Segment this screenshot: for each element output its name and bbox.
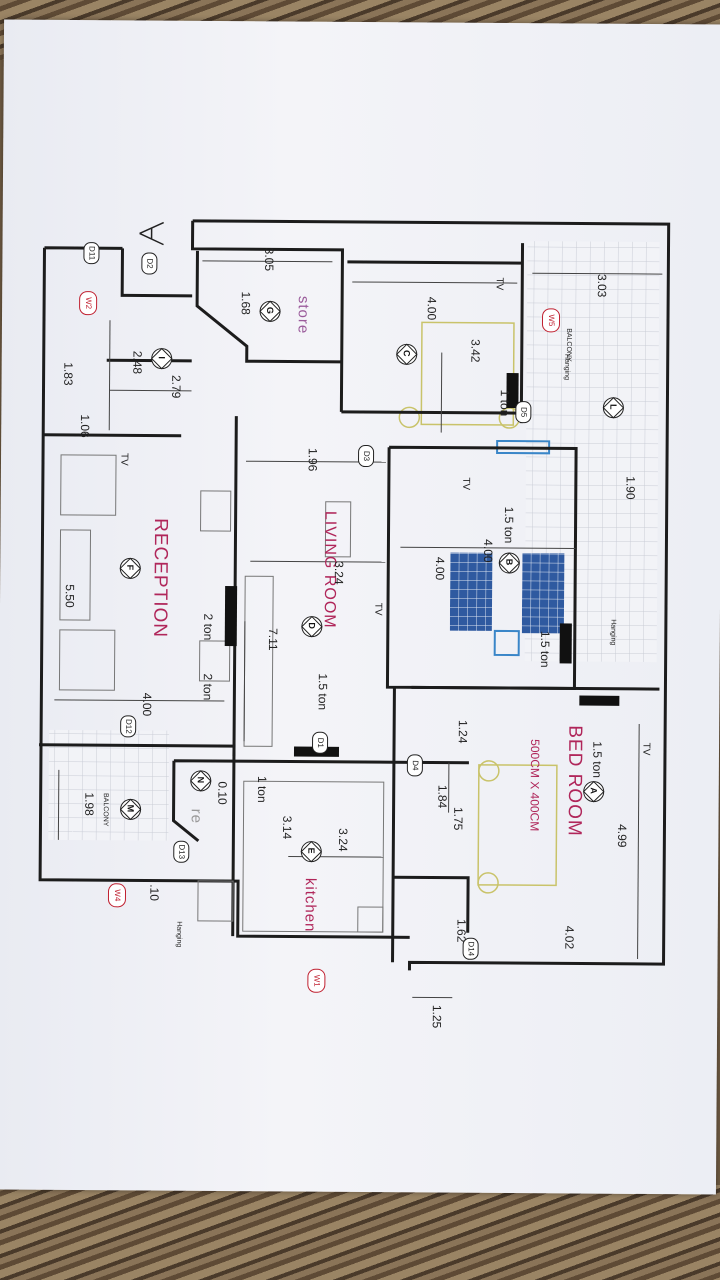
room-tag-b: B — [498, 552, 521, 574]
dim-label: 3.24 — [335, 828, 351, 852]
dim-label: 4.00 — [139, 692, 155, 717]
tv-label: TV — [640, 742, 652, 756]
dim-label: 3.03 — [594, 273, 610, 298]
north-arrow-icon — [139, 221, 164, 246]
floor-plan-paper: RECEPTION LIVING ROOM BED ROOM 500CM X 4… — [0, 19, 720, 1195]
ac-label: 1 ton — [497, 389, 512, 417]
room-label-store2: re — [187, 808, 205, 825]
room-label-bed-room: BED ROOM — [563, 725, 586, 837]
tv-label: TV — [372, 602, 384, 616]
windows-black — [224, 373, 620, 757]
hanging-label: Hanging — [609, 619, 617, 646]
door-tag: D1 — [311, 731, 329, 754]
window-tag: W5 — [541, 308, 561, 333]
dim-label: 1.68 — [238, 291, 253, 315]
dim-label: 1.75 — [451, 806, 466, 831]
dim-label: 1.84 — [435, 784, 450, 809]
room-tag-a: A — [583, 780, 605, 803]
dim-label: 1.06 — [77, 414, 93, 438]
room-label-reception: RECEPTION — [149, 518, 172, 639]
dim-label: 1.25 — [429, 1004, 444, 1029]
dim-label: 4.00 — [424, 296, 439, 321]
dim-label: .10 — [147, 884, 162, 901]
dim-label: 5.50 — [62, 584, 77, 608]
dim-label: 4.02 — [562, 925, 577, 950]
door-tag: D2 — [141, 252, 158, 275]
room-label-store: store — [294, 295, 312, 335]
tv-label: TV — [118, 452, 130, 466]
room-size-bed-room: 500CM X 400CM — [527, 739, 543, 832]
window-tag: W4 — [107, 883, 127, 908]
door-tag: D13 — [173, 840, 190, 863]
room-tag-e: E — [300, 840, 322, 863]
dim-label: 4.99 — [615, 824, 630, 848]
room-tag-n: N — [190, 770, 212, 792]
window-tag: W2 — [79, 291, 98, 316]
dim-label: 2.79 — [169, 374, 184, 399]
dim-label: 1.96 — [305, 447, 320, 472]
dim-label: 3.42 — [468, 339, 483, 363]
door-tag: D3 — [357, 444, 375, 468]
wooden-table-bottom — [0, 1185, 720, 1280]
dim-label: 1.24 — [455, 719, 470, 744]
ac-label: 1.5 ton — [590, 741, 605, 779]
dim-label: 3.14 — [280, 815, 295, 840]
floor-plan-drawing — [38, 219, 671, 999]
room-tag-i: I — [151, 347, 173, 370]
dim-label: 4.00 — [432, 556, 448, 581]
dim-label: 0.10 — [215, 781, 230, 805]
dim-label: 4.00 — [480, 539, 496, 563]
door-tag: D4 — [406, 754, 423, 777]
door-tag: D11 — [83, 242, 100, 265]
dim-label: 1.83 — [61, 362, 76, 386]
ac-label: 1 ton — [254, 775, 270, 803]
tv-label: TV — [460, 477, 472, 491]
dimension-lines — [54, 260, 663, 999]
tv-label: TV — [493, 277, 505, 291]
door-tag: D5 — [515, 401, 532, 424]
dim-label: 1.90 — [623, 476, 638, 500]
dim-label: 3.24 — [331, 561, 346, 585]
hanging-label: Hanging — [563, 353, 571, 381]
door-tag: D14 — [462, 937, 479, 960]
ac-label: 2 ton — [200, 673, 215, 701]
dim-label: 3.05 — [262, 247, 277, 272]
room-tag-m: M — [119, 798, 142, 821]
ac-label: 1.5 ton — [537, 630, 553, 668]
room-label-kitchen: kitchen — [301, 877, 319, 933]
dim-label: 7.11 — [265, 628, 281, 651]
ac-label: 2 ton — [201, 613, 216, 641]
room-tag-f: F — [119, 557, 141, 580]
room-tag-d: D — [301, 615, 323, 638]
room-tag-l: L — [602, 397, 625, 419]
dim-label: 1.98 — [82, 792, 97, 816]
balcony-label-bottom: BALCONY — [101, 792, 109, 827]
ac-label: 1.5 ton — [315, 673, 330, 711]
room-tag-g: G — [259, 300, 281, 323]
dim-label: 2.48 — [130, 350, 145, 375]
window-tag: W1 — [307, 968, 326, 993]
door-tag: D12 — [120, 715, 137, 738]
room-tag-c: C — [396, 343, 418, 366]
ac-label: 1.5 ton — [501, 506, 517, 544]
hanging-label: Hanging — [175, 921, 183, 948]
